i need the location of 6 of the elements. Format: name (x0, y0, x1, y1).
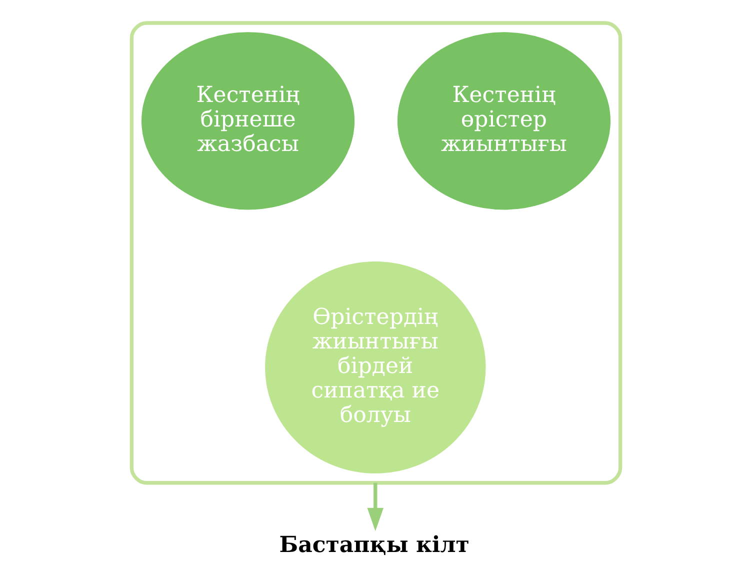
node-ellipse: Кестенің бірнеше жазбасы (141, 32, 354, 210)
arrow (366, 482, 384, 532)
node-circle: Өрістердің жиынтығы бірдей сипатқа ие болуы (264, 261, 486, 474)
node-ellipse: Кестенің өрістер жиынтығы (396, 32, 610, 210)
node-text: Бастапқы кілт (278, 532, 469, 558)
cluster (129, 21, 622, 485)
